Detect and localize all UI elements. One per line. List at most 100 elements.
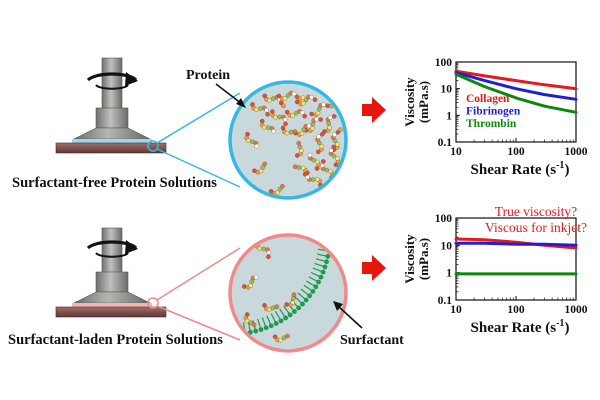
surfactant-head (283, 315, 289, 321)
top-zoom-spot (147, 140, 159, 152)
x-tick-label: 10 (450, 146, 462, 158)
y-tick-label: 1 (446, 268, 452, 280)
surfactant-head (253, 328, 259, 334)
surfactant-head (263, 325, 269, 331)
surfactant-head (327, 227, 332, 232)
protein-molecule (259, 118, 276, 134)
surfactant-tail (315, 208, 326, 211)
surfactant-tail (314, 202, 324, 206)
y-axis-unit-label: (mPa.s) (416, 81, 431, 123)
y-tick-label: 1 (446, 110, 452, 122)
rotation-arrow-icon (86, 240, 138, 258)
surfactant-head (278, 318, 284, 324)
top-rheometer-plate (55, 142, 167, 154)
protein-molecule (262, 303, 279, 312)
bottom-rheometer-plate (55, 306, 167, 318)
x-axis-label: Shear Rate (s-1) (471, 160, 570, 178)
bottom-zoom-spot (147, 297, 159, 309)
top-rheometer-fluid-layer (72, 139, 152, 143)
y-tick-label: 100 (435, 213, 453, 225)
x-tick-label: 10 (450, 304, 462, 316)
surfactant-head (310, 288, 316, 294)
surfactant-head (320, 269, 326, 275)
x-tick-label: 100 (507, 304, 525, 316)
x-axis-label: Shear Rate (s-1) (471, 318, 570, 336)
top-rheometer-cone (73, 127, 151, 140)
bottom-rheometer-fluid-layer (72, 303, 152, 307)
protein-molecule (307, 152, 321, 171)
protein-molecule (294, 94, 318, 107)
right-arrow-icon (362, 255, 386, 281)
surfactant-head (287, 312, 293, 318)
surfactant-head (316, 279, 321, 285)
bottom-caption: Surfactant-laden Protein Solutions (8, 332, 223, 348)
protein-molecule (252, 161, 268, 175)
protein-molecule (292, 164, 308, 177)
annotation-true-viscosity: True viscosity? (495, 204, 577, 219)
protein-molecule (315, 132, 325, 155)
y-tick-label: 10 (441, 240, 453, 252)
y-tick-label: 0.1 (438, 295, 453, 307)
surfactant-head (327, 237, 333, 243)
surfactant-tail (223, 323, 224, 334)
top-zoom-circle (228, 80, 348, 200)
surfactant-head (313, 284, 319, 290)
protein-molecule (284, 109, 307, 119)
surfactant-head (327, 243, 332, 248)
protein-molecule (284, 292, 297, 307)
y-tick-label: 0.1 (438, 137, 453, 149)
surfactant-head (322, 264, 328, 270)
surfactant-label: Surfactant (340, 333, 404, 348)
top-rheometer-collar (95, 107, 129, 129)
rotation-arrow-icon (86, 72, 138, 90)
surfactant-tail (318, 224, 329, 225)
protein-molecule (244, 131, 260, 149)
series-line-collagen (454, 69, 578, 91)
series-line-series-1 (454, 241, 578, 247)
surfactant-head (258, 327, 264, 333)
protein-molecule (295, 141, 304, 158)
surfactant-head (318, 274, 324, 280)
surfactant-tail (317, 213, 328, 216)
surfactant-head (324, 259, 329, 265)
surfactant-head (327, 221, 332, 226)
annotation-viscous-inkjet: Viscous for inkjet? (485, 220, 587, 235)
surfactant-head (292, 309, 297, 314)
protein-molecule (243, 312, 257, 328)
top-caption: Surfactant-free Protein Solutions (12, 175, 217, 191)
surfactant-head (322, 200, 327, 205)
bottom-zoom-circle (223, 200, 348, 353)
series-line-series-0 (454, 237, 578, 250)
series-line-thrombin (454, 72, 578, 114)
protein-molecule (270, 109, 288, 127)
surfactant-tail (319, 229, 330, 230)
surfactant-head (325, 211, 330, 216)
surfactant-head (300, 301, 305, 307)
protein-molecule (276, 90, 306, 102)
surfactant-head (303, 297, 309, 303)
surfactant-head (296, 305, 301, 311)
surfactant-head (326, 216, 331, 221)
surfactant-head (247, 329, 253, 335)
surfactant-head (268, 323, 274, 329)
protein-molecule (322, 114, 337, 134)
legend-entry-thrombin: Thrombin (466, 118, 517, 130)
bottom-rheometer-cone (73, 291, 151, 304)
x-tick-label: 1000 (565, 304, 588, 316)
surfactant-head (325, 253, 331, 259)
protein-molecule (309, 102, 334, 118)
surfactant-head (327, 235, 333, 238)
surfactant-tail (318, 218, 329, 220)
legend-entry-fibrinogen: Fibrinogen (466, 106, 521, 118)
series-line-fibrinogen (454, 71, 578, 101)
protein-molecule (268, 184, 285, 196)
y-tick-label: 100 (435, 57, 453, 69)
surfactant-pointer-arrow (333, 301, 363, 329)
protein-molecule (272, 333, 290, 343)
x-tick-label: 100 (507, 146, 525, 158)
y-axis-label: Viscosity (402, 77, 417, 127)
surfactant-head (273, 321, 279, 326)
top-rheometer (55, 57, 167, 154)
